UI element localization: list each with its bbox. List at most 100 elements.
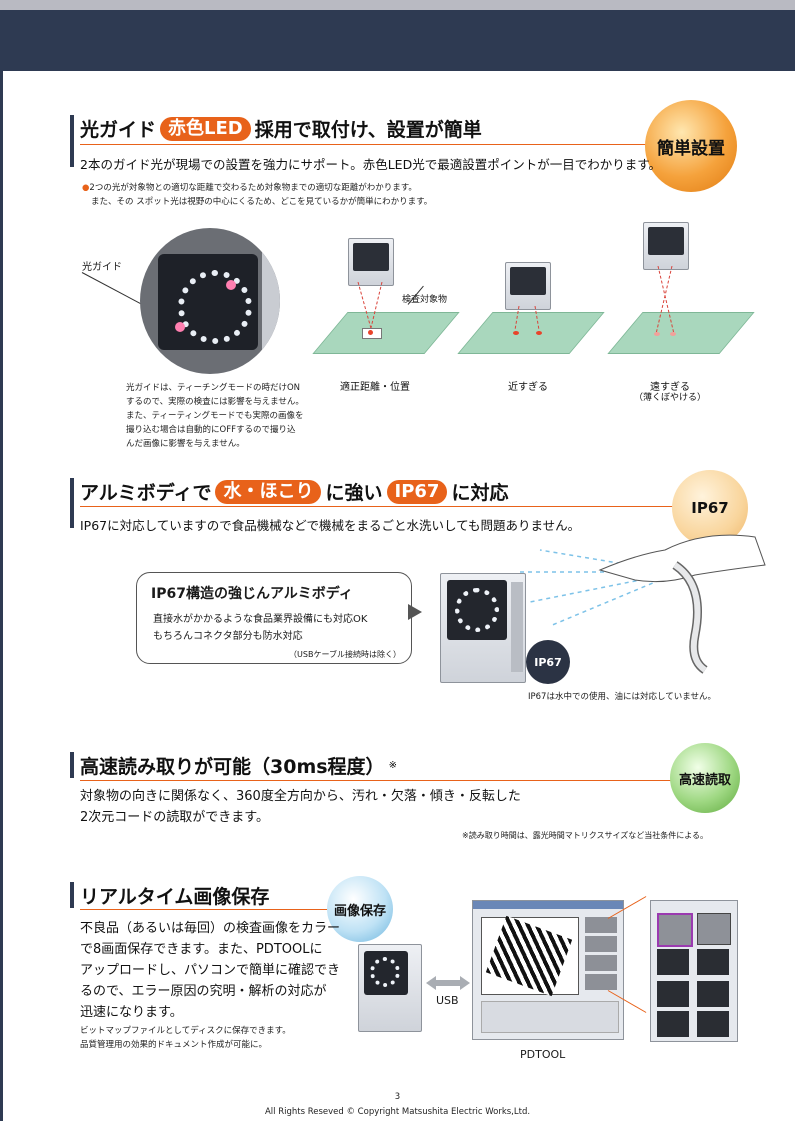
camera-photo (358, 944, 422, 1032)
body-line: 2次元コードの読取ができます。 (80, 810, 269, 825)
section-title-ip67: アルミボディで 水・ほこり に強い IP67 に対応 (80, 478, 508, 505)
section-lead: IP67に対応していますので食品機械などで機械をまるごと水洗いしても問題ありませ… (80, 518, 581, 533)
guide-light-icon (226, 280, 236, 290)
title-text: に対応 (451, 482, 509, 504)
badge-easy-install: 簡単設置 (645, 100, 737, 192)
note-line: 2つの光が対象物との適切な距離で交わるため対象物までの適切な距離がわかります。 (89, 183, 417, 193)
guide-beams (357, 282, 383, 333)
usb-arrow-icon (426, 976, 470, 990)
bubble-line: もちろんコネクタ部分も防水対応 (153, 631, 303, 642)
camera-side (262, 248, 280, 358)
window-titlebar (473, 901, 623, 909)
left-margin-line (0, 71, 3, 1121)
camera-icon (643, 222, 689, 270)
title-text: アルミボディで (80, 482, 212, 504)
diagram-caption: 遠すぎる (650, 382, 690, 393)
ip67-photo-badge: IP67 (526, 640, 570, 684)
led-ring-icon (370, 957, 400, 987)
body-line: 対象物の向きに関係なく、360度全方向から、汚れ・欠落・傾き・反転した (80, 789, 521, 804)
saved-image-thumb (657, 981, 689, 1007)
saved-image-thumb (697, 1011, 729, 1037)
pdtool-label: PDTOOL (520, 1048, 566, 1061)
camera-side (511, 582, 523, 672)
guide-light-icon (175, 322, 185, 332)
badge-label: 画像保存 (333, 903, 386, 919)
code-image (485, 915, 573, 997)
badge-label: IP67 (691, 499, 729, 517)
section-marker (70, 882, 74, 908)
water-spray-icon (520, 549, 661, 627)
badge-label: 簡単設置 (657, 138, 725, 159)
saved-images-panel (650, 900, 738, 1042)
usb-label: USB (436, 994, 459, 1007)
bullet-dot-icon: ● (82, 183, 90, 193)
guide-beams (655, 266, 675, 335)
image-viewer (481, 915, 579, 997)
photo-note: IP67は水中での使用、油には対応していません。 (528, 692, 716, 702)
bubble-note: （USBケーブル接続時は除く） (289, 650, 401, 659)
camera-photo (440, 573, 526, 683)
caption-line: んだ画像に影響を与えません。 (126, 439, 245, 449)
title-text: に強い (325, 482, 383, 504)
saved-image-thumb (697, 981, 729, 1007)
title-pill: 赤色LED (160, 116, 251, 141)
camera-icon (505, 262, 551, 310)
body-line: で8画面保存できます。また、PDTOOLに (80, 942, 323, 957)
section-marker (70, 115, 74, 167)
settings-panel (481, 1001, 619, 1033)
label-leader-line (81, 272, 149, 309)
badge-high-speed: 高速読取 (670, 743, 740, 813)
thumbnail-strip (585, 917, 617, 993)
header-banner (0, 10, 795, 71)
bubble-title: IP67構造の強じんアルミボディ (151, 586, 353, 602)
badge-image-save: 画像保存 (327, 876, 393, 942)
caption-line: また、ティーティングモードでも実際の画像を (126, 411, 304, 421)
diagram-subcaption: （薄くぼやける） (633, 393, 706, 403)
section-title-image-save: リアルタイム画像保存 (80, 882, 269, 909)
note-line: ビットマップファイルとしてディスクに保存できます。 (80, 1026, 291, 1036)
light-guide-photo (140, 228, 280, 374)
camera-icon (348, 238, 394, 286)
section-lead: 2本のガイド光が現場での設置を強力にサポート。赤色LED光で最適設置ポイントが一… (80, 157, 661, 172)
title-footnote-mark: ※ (388, 760, 397, 771)
section-title-light-guide: 光ガイド 赤色LED 採用で取付け、設置が簡単 (80, 115, 482, 142)
caption-line: するので、実際の検査には影響を与えません。 (126, 397, 304, 407)
diagram-caption: 適正距離・位置 (340, 382, 410, 393)
section-rule (80, 780, 680, 781)
bubble-pointer (408, 604, 422, 620)
saved-image-thumb (657, 1011, 689, 1037)
hand-hose-icon (598, 534, 766, 674)
guide-beams (514, 306, 540, 331)
saved-image-thumb (697, 913, 731, 945)
photo-label: 光ガイド (82, 262, 122, 273)
title-pill: IP67 (386, 479, 448, 504)
target-label: 検査対象物 (402, 295, 448, 305)
section-rule (80, 909, 330, 910)
spot-icon (536, 331, 542, 335)
title-text: 高速読み取りが可能（30ms程度） (80, 756, 385, 778)
spot-icon (654, 332, 660, 336)
spot-icon (670, 332, 676, 336)
section-rule (80, 506, 680, 507)
badge-label: 高速読取 (678, 772, 731, 788)
pdtool-window (472, 900, 624, 1040)
section-marker (70, 752, 74, 778)
saved-image-thumb (697, 949, 729, 975)
section-title-high-speed: 高速読み取りが可能（30ms程度）※ (80, 752, 397, 779)
body-line: るので、エラー原因の究明・解析の対応が (80, 984, 327, 999)
photo-caption: 光ガイドは、ティーチングモードの時だけON するので、実際の検査には影響を与えま… (126, 381, 326, 451)
section-footnote: ※読み取り時間は、露光時間マトリクスサイズなど当社条件による。 (462, 831, 708, 840)
spot-icon (513, 331, 519, 335)
saved-image-thumb (657, 913, 693, 947)
title-text: リアルタイム画像保存 (80, 886, 270, 908)
top-stripe (0, 0, 795, 10)
badge-ip67: IP67 (672, 470, 748, 546)
led-ring-icon (455, 588, 499, 632)
title-text: 光ガイド (80, 119, 157, 141)
section-body: 対象物の向きに関係なく、360度全方向から、汚れ・欠落・傾き・反転した 2次元コ… (80, 786, 521, 828)
copyright: All Rights Reseved © Copyright Matsushit… (264, 1107, 531, 1117)
spot-icon (368, 330, 373, 335)
badge-label: IP67 (534, 655, 562, 669)
page-number: 3 (394, 1092, 401, 1102)
note-line: 品質管理用の効果的ドキュメント作成が可能に。 (80, 1040, 268, 1050)
